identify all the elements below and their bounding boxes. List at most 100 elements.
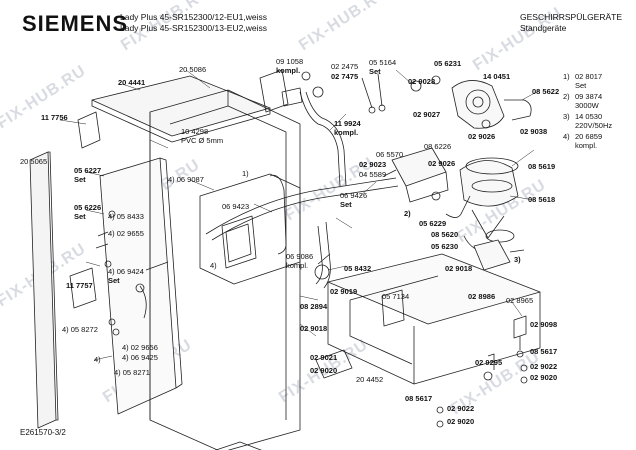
part-label: 06 9426 xyxy=(340,191,368,200)
part-label: 06 9086 xyxy=(286,252,314,261)
footnote-text: 3000W xyxy=(575,101,599,110)
heater-element xyxy=(269,174,287,255)
part-label: 02 9018 xyxy=(300,324,328,333)
part-label: 20 5086 xyxy=(179,65,207,74)
circulation-pump xyxy=(451,80,505,129)
footnote-text: Set xyxy=(575,81,587,90)
part-label: 08 2894 xyxy=(300,302,328,311)
part-label: Set xyxy=(369,67,381,76)
category-line-1: GESCHIRRSPÜLGERÄTE xyxy=(520,12,623,22)
part-label: 06 5570 xyxy=(376,150,404,159)
cable-harness xyxy=(205,177,397,235)
model-line-2: Lady Plus 45-SR152300/13-EU2,weiss xyxy=(120,23,267,33)
part-label: 05 6229 xyxy=(419,219,447,228)
part-label: 06 9423 xyxy=(222,202,250,211)
terminal-block xyxy=(69,267,97,309)
part-label: 08 5617 xyxy=(405,394,433,403)
part-label: 10 4298 xyxy=(181,127,209,136)
side-insulation-panel xyxy=(29,151,57,429)
part-label: 02 9027 xyxy=(413,110,441,119)
rear-bracket-part xyxy=(77,111,101,149)
footnote-number: 3) xyxy=(563,112,570,121)
category-line-2: Standgeräte xyxy=(520,23,567,33)
part-label: 08 5619 xyxy=(528,162,556,171)
footnote-text: kompl. xyxy=(575,141,598,150)
part-label: 1) xyxy=(242,169,249,178)
part-label: 4) 05 8272 xyxy=(62,325,98,334)
footnote-text: 02 8017 xyxy=(575,72,603,81)
part-label: PVC Ø 5mm xyxy=(181,136,224,145)
part-label: 11 7757 xyxy=(66,281,93,290)
part-label: 02 2475 xyxy=(331,62,359,71)
part-label: 08 5618 xyxy=(528,195,556,204)
part-label: 02 9020 xyxy=(447,417,475,426)
part-label: 02 9022 xyxy=(447,404,475,413)
part-label: 4) 06 9425 xyxy=(122,353,158,362)
part-label: 02 9038 xyxy=(520,127,548,136)
part-label: Set xyxy=(74,212,86,221)
cabinet-frame xyxy=(149,89,301,450)
part-label: 2) xyxy=(404,209,411,218)
part-label: 20 4452 xyxy=(356,375,384,384)
part-label: 11 7756 xyxy=(41,113,68,122)
part-label: 02 9018 xyxy=(445,264,473,273)
part-label: 20 5065 xyxy=(20,157,48,166)
footnote-text: 220V/50Hz xyxy=(575,121,613,130)
part-label: 4) 02 9655 xyxy=(108,229,144,238)
part-label: 4) 05 8433 xyxy=(108,212,144,221)
part-label: 3) xyxy=(514,255,521,264)
door-window xyxy=(221,215,257,269)
part-label: 05 6227 xyxy=(74,166,102,175)
part-label: 02 8986 xyxy=(468,292,496,301)
part-label: 05 6226 xyxy=(74,203,102,212)
part-label: 05 6230 xyxy=(431,242,459,251)
hose-part xyxy=(299,91,341,187)
part-label: kompl. xyxy=(286,261,309,270)
part-label: 4) xyxy=(210,261,217,270)
part-label: 05 8432 xyxy=(344,264,372,273)
base-plinth xyxy=(214,441,262,450)
part-label: 20 4441 xyxy=(118,78,146,87)
part-label: 4) 02 9656 xyxy=(122,343,158,352)
part-label: 11 9924 xyxy=(334,119,361,128)
part-label: Set xyxy=(74,175,86,184)
part-label: 4) 06 9424 xyxy=(108,267,144,276)
part-label: 02 8965 xyxy=(506,296,534,305)
part-label: 02 9020 xyxy=(530,373,558,382)
part-label: 08 5617 xyxy=(530,347,558,356)
footnote-text: 09 3874 xyxy=(575,92,603,101)
part-label: 08 5620 xyxy=(431,230,459,239)
part-label: 02 9020 xyxy=(310,366,338,375)
part-label: 02 9023 xyxy=(359,160,387,169)
part-label: 02 9019 xyxy=(330,287,358,296)
drain-pump xyxy=(473,239,511,271)
part-label: kompl. xyxy=(276,66,301,75)
part-label: 02 9021 xyxy=(310,353,338,362)
part-label: 14 0451 xyxy=(483,72,511,81)
part-label: 08 6226 xyxy=(424,142,452,151)
part-label: 4) xyxy=(94,355,101,364)
part-label: Set xyxy=(108,276,120,285)
part-label: 02 9098 xyxy=(530,320,558,329)
footnote-text: 20 6859 xyxy=(575,132,603,141)
part-label: Set xyxy=(340,200,352,209)
part-label: 05 5164 xyxy=(369,58,397,67)
part-label: 4) 05 8271 xyxy=(114,368,150,377)
model-line-1: Lady Plus 45-SR152300/12-EU1,weiss xyxy=(120,12,267,22)
document-id: E261570-3/2 xyxy=(20,428,66,437)
brand-logo: SIEMENS xyxy=(22,11,129,36)
part-label: 05 6231 xyxy=(434,59,462,68)
float-sensor xyxy=(315,349,353,379)
footnote-number: 2) xyxy=(563,92,570,101)
part-label: 08 5622 xyxy=(532,87,560,96)
part-label: 09 1058 xyxy=(276,57,304,66)
footnote-text: 14 0530 xyxy=(575,112,603,121)
part-label: 02 9026 xyxy=(468,132,496,141)
part-label: 02 9026 xyxy=(428,159,456,168)
part-label: 02 9028 xyxy=(408,77,436,86)
part-label: 02 9022 xyxy=(530,362,558,371)
part-label: 4) 06 9087 xyxy=(168,175,204,184)
footnote-number: 1) xyxy=(563,72,570,81)
valve-part xyxy=(259,69,289,113)
